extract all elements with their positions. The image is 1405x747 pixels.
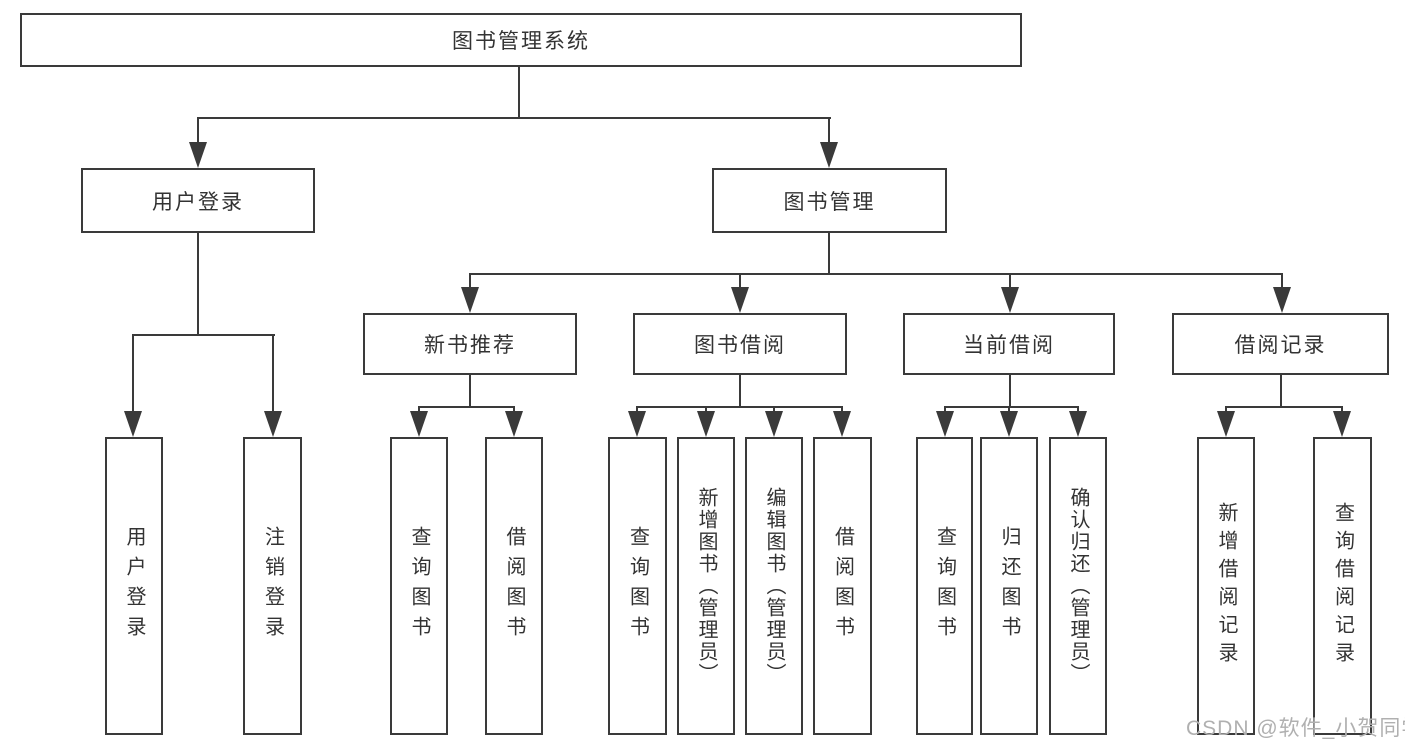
connector-line xyxy=(828,232,830,275)
node-bb-borrow-books: 借阅图书 xyxy=(813,437,872,735)
connector-line xyxy=(1280,374,1282,408)
node-br-query-record: 查询借阅记录 xyxy=(1313,437,1372,735)
node-cb-query-books: 查询图书 xyxy=(916,437,973,735)
node-nbr-query-books: 查询图书 xyxy=(390,437,448,735)
arrowhead-icon xyxy=(936,411,954,437)
arrowhead-icon xyxy=(1333,411,1351,437)
node-label: 查询借阅记录 xyxy=(1331,502,1354,670)
arrowhead-icon xyxy=(505,411,523,437)
arrowhead-icon xyxy=(820,142,838,168)
connector-line xyxy=(841,406,843,413)
node-bb-add-books-admin: 新增图书（管理员） xyxy=(677,437,735,735)
connector-line xyxy=(513,406,515,413)
node-label: 归还图书 xyxy=(998,526,1020,646)
node-label: 图书管理系统 xyxy=(452,30,590,53)
connector-line xyxy=(739,273,741,289)
arrowhead-icon xyxy=(1069,411,1087,437)
connector-line xyxy=(418,406,515,408)
connector-line xyxy=(197,117,199,145)
node-cb-confirm-return-admin: 确认归还（管理员） xyxy=(1049,437,1107,735)
connector-line xyxy=(828,117,830,145)
node-book-mgmt: 图书管理 xyxy=(712,168,947,233)
connector-line xyxy=(1281,273,1283,289)
arrowhead-icon xyxy=(410,411,428,437)
connector-line xyxy=(132,334,275,336)
connector-line xyxy=(1225,406,1343,408)
node-user-login: 用户登录 xyxy=(105,437,163,735)
node-logout-login: 注销登录 xyxy=(243,437,302,735)
node-cb-return-books: 归还图书 xyxy=(980,437,1038,735)
arrowhead-icon xyxy=(731,287,749,313)
connector-line xyxy=(944,406,1079,408)
connector-line xyxy=(1008,406,1010,413)
node-current-borrow: 当前借阅 xyxy=(903,313,1115,375)
arrowhead-icon xyxy=(697,411,715,437)
node-bb-query-books: 查询图书 xyxy=(608,437,667,735)
node-root: 图书管理系统 xyxy=(20,13,1022,67)
connector-line xyxy=(418,406,420,413)
connector-line xyxy=(739,374,741,408)
connector-line xyxy=(272,334,274,411)
arrowhead-icon xyxy=(1001,287,1019,313)
node-label: 查询图书 xyxy=(933,526,956,646)
arrowhead-icon xyxy=(1000,411,1018,437)
node-label: 用户登录 xyxy=(123,526,145,646)
arrowhead-icon xyxy=(1273,287,1291,313)
node-label: 图书借阅 xyxy=(694,334,786,357)
connector-line xyxy=(1077,406,1079,413)
node-label: 查询图书 xyxy=(626,526,649,646)
node-label: 新书推荐 xyxy=(424,334,516,357)
connector-line xyxy=(1341,406,1343,413)
connector-line xyxy=(197,117,831,119)
arrowhead-icon xyxy=(765,411,783,437)
connector-line xyxy=(469,374,471,408)
node-login-group: 用户登录 xyxy=(81,168,315,233)
connector-line xyxy=(636,406,843,408)
connector-line xyxy=(197,231,199,336)
node-label: 新增图书（管理员） xyxy=(695,487,717,685)
arrowhead-icon xyxy=(628,411,646,437)
node-br-add-record: 新增借阅记录 xyxy=(1197,437,1255,735)
arrowhead-icon xyxy=(1217,411,1235,437)
arrowhead-icon xyxy=(124,411,142,437)
connector-line xyxy=(1009,374,1011,408)
node-label: 注销登录 xyxy=(261,526,284,646)
node-label: 图书管理 xyxy=(783,190,876,214)
node-label: 编辑图书（管理员） xyxy=(763,487,785,685)
connector-line xyxy=(132,334,134,411)
connector-line xyxy=(944,406,946,413)
connector-line xyxy=(773,406,775,413)
node-label: 借阅图书 xyxy=(503,526,525,646)
connector-line xyxy=(636,406,638,413)
node-label: 借阅图书 xyxy=(831,526,854,646)
connector-line xyxy=(469,273,1283,275)
node-label: 查询图书 xyxy=(408,526,430,646)
arrowhead-icon xyxy=(461,287,479,313)
watermark-text: CSDN @软件_小贺同学 xyxy=(1186,717,1405,740)
arrowhead-icon xyxy=(189,142,207,168)
node-label: 用户登录 xyxy=(152,190,244,214)
connector-line xyxy=(469,273,471,289)
node-label: 当前借阅 xyxy=(963,334,1055,357)
connector-line xyxy=(1009,273,1011,289)
node-nbr-borrow-books: 借阅图书 xyxy=(485,437,543,735)
connector-line xyxy=(518,66,520,118)
node-label: 借阅记录 xyxy=(1234,334,1327,357)
connector-line xyxy=(705,406,707,413)
node-new-book-rec: 新书推荐 xyxy=(363,313,577,375)
node-book-borrow: 图书借阅 xyxy=(633,313,847,375)
arrowhead-icon xyxy=(833,411,851,437)
node-bb-edit-books-admin: 编辑图书（管理员） xyxy=(745,437,803,735)
arrowhead-icon xyxy=(264,411,282,437)
connector-line xyxy=(1225,406,1227,413)
node-label: 新增借阅记录 xyxy=(1215,502,1237,670)
node-borrow-records: 借阅记录 xyxy=(1172,313,1389,375)
node-label: 确认归还（管理员） xyxy=(1067,487,1089,685)
